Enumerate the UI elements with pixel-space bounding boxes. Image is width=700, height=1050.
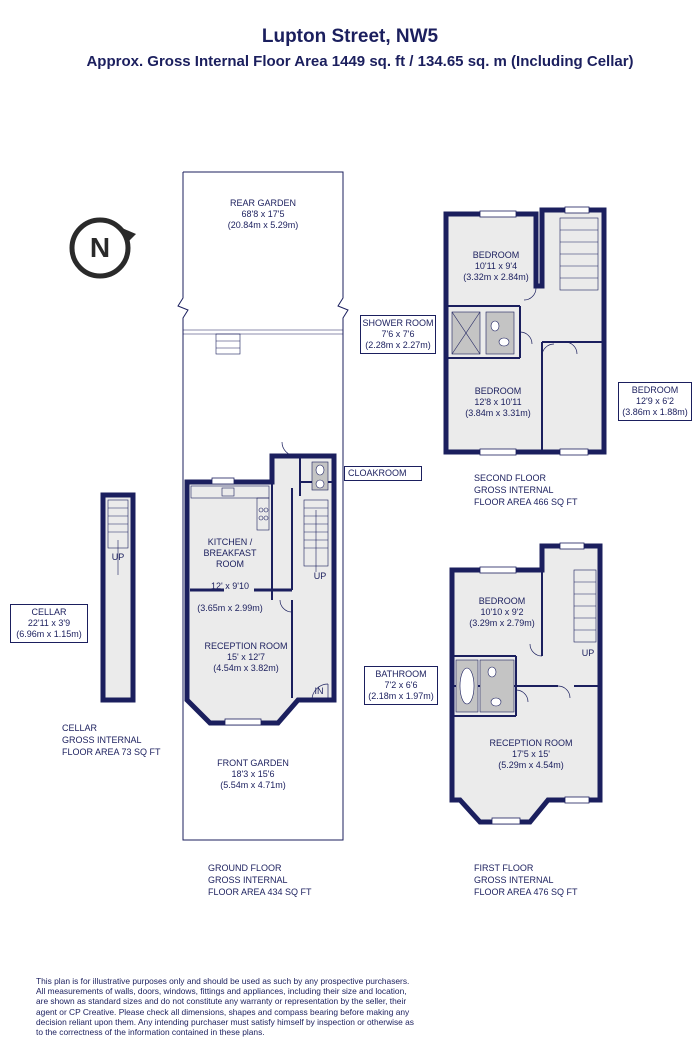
room-size-imperial: 7'2 x 6'6 [384, 680, 418, 690]
room-bedroom-second-c: BEDROOM 12'9 x 6'2 (3.86m x 1.88m) [618, 382, 692, 421]
bathroom-fixtures-icon [455, 659, 515, 713]
stairs-up-label-ground: UP [313, 571, 327, 581]
room-name: REAR GARDEN [229, 198, 296, 208]
room-size-metric: (5.29m x 4.54m) [498, 760, 564, 770]
room-bedroom-first: BEDROOM 10'10 x 9'2 (3.29m x 2.79m) [462, 596, 542, 629]
room-cloakroom: CLOAKROOM [344, 466, 422, 481]
room-size-metric: (2.18m x 1.97m) [368, 691, 434, 701]
room-bedroom-second-b: BEDROOM 12'8 x 10'11 (3.84m x 3.31m) [458, 386, 538, 419]
first-stairs-icon [573, 569, 597, 643]
room-size-metric: (3.65m x 2.99m) [197, 603, 263, 613]
room-name: BEDROOM [631, 385, 679, 395]
room-size-metric: (20.84m x 5.29m) [227, 220, 299, 230]
garden-steps-icon [215, 333, 241, 355]
stairs-up-label-first: UP [581, 648, 595, 658]
room-size-imperial: 10'10 x 9'2 [480, 607, 524, 617]
room-size-imperial: 18'3 x 15'6 [231, 769, 275, 779]
room-name: BEDROOM [474, 386, 522, 396]
room-cellar: CELLAR 22'11 x 3'9 (6.96m x 1.15m) [10, 604, 88, 643]
cellar-stairs-icon [107, 499, 129, 575]
room-size-metric: (4.54m x 3.82m) [213, 663, 279, 673]
room-size-metric: (3.29m x 2.79m) [469, 618, 535, 628]
cellar-plan [100, 492, 136, 703]
room-size-imperial: 15' x 12'7 [227, 652, 265, 662]
room-size-metric: (2.28m x 2.27m) [365, 340, 431, 350]
room-front-garden: FRONT GARDEN 18'3 x 15'6 (5.54m x 4.71m) [193, 758, 313, 791]
room-size-imperial: 10'11 x 9'4 [474, 261, 518, 271]
entrance-in-label: IN [314, 686, 324, 696]
room-size-metric: (6.96m x 1.15m) [16, 629, 82, 639]
room-size-metric: (3.86m x 1.88m) [622, 407, 688, 417]
room-size-imperial: 12'8 x 10'11 [474, 397, 522, 407]
room-reception-first: RECEPTION ROOM 17'5 x 15' (5.29m x 4.54m… [476, 738, 586, 771]
stairs-up-label-cellar: UP [111, 552, 125, 562]
room-name: SHOWER ROOM [362, 318, 434, 328]
room-size-imperial: 22'11 x 3'9 [27, 618, 71, 628]
room-kitchen: KITCHEN / BREAKFAST ROOM 12' x 9'10 (3.6… [190, 526, 270, 625]
floor-caption-cellar: CELLAR GROSS INTERNAL FLOOR AREA 73 SQ F… [62, 723, 161, 757]
room-size-metric: (3.32m x 2.84m) [463, 272, 529, 282]
room-rear-garden: REAR GARDEN 68'8 x 17'5 (20.84m x 5.29m) [203, 198, 323, 231]
room-bedroom-second-a: BEDROOM 10'11 x 9'4 (3.32m x 2.84m) [458, 250, 534, 283]
floor-caption-second: SECOND FLOOR GROSS INTERNAL FLOOR AREA 4… [474, 473, 578, 507]
second-stairs-icon [559, 217, 599, 291]
shower-room-fixtures-icon [451, 311, 515, 355]
room-size-imperial: 7'6 x 7'6 [381, 329, 415, 339]
floor-caption-first: FIRST FLOOR GROSS INTERNAL FLOOR AREA 47… [474, 863, 578, 897]
room-name: RECEPTION ROOM [489, 738, 573, 748]
room-name: BEDROOM [472, 250, 520, 260]
floor-caption-ground: GROUND FLOOR GROSS INTERNAL FLOOR AREA 4… [208, 863, 312, 897]
room-size-imperial: 12' x 9'10 [211, 581, 249, 591]
floor-area-subtitle: Approx. Gross Internal Floor Area 1449 s… [86, 53, 634, 70]
plan-title: Lupton Street, NW5 [261, 26, 439, 47]
room-size-imperial: 17'5 x 15' [512, 749, 550, 759]
compass-letter: N [89, 232, 111, 263]
room-name: BATHROOM [375, 669, 427, 679]
room-name: RECEPTION ROOM [204, 641, 288, 651]
room-bathroom: BATHROOM 7'2 x 6'6 (2.18m x 1.97m) [364, 666, 438, 705]
ground-floor-house [184, 441, 337, 726]
room-size-imperial: 68'8 x 17'5 [241, 209, 285, 219]
room-name: BEDROOM [478, 596, 526, 606]
room-size-metric: (5.54m x 4.71m) [220, 780, 286, 790]
kitchen-units-icon [190, 485, 270, 531]
room-size-imperial: 12'9 x 6'2 [636, 396, 674, 406]
garden-outline [177, 171, 349, 841]
room-size-metric: (3.84m x 3.31m) [465, 408, 531, 418]
first-floor-plan [449, 542, 603, 825]
disclaimer-text: This plan is for illustrative purposes o… [36, 976, 414, 1038]
room-shower: SHOWER ROOM 7'6 x 7'6 (2.28m x 2.27m) [360, 315, 436, 354]
room-name: KITCHEN / BREAKFAST ROOM [203, 537, 257, 569]
compass-icon [69, 217, 136, 279]
cloakroom-wc-icon [311, 461, 329, 491]
room-name: CLOAKROOM [348, 468, 407, 478]
ground-stairs-icon [303, 499, 329, 572]
room-reception-ground: RECEPTION ROOM 15' x 12'7 (4.54m x 3.82m… [190, 641, 302, 674]
room-name: FRONT GARDEN [217, 758, 289, 768]
second-floor-plan [443, 206, 607, 456]
room-name: CELLAR [31, 607, 67, 617]
